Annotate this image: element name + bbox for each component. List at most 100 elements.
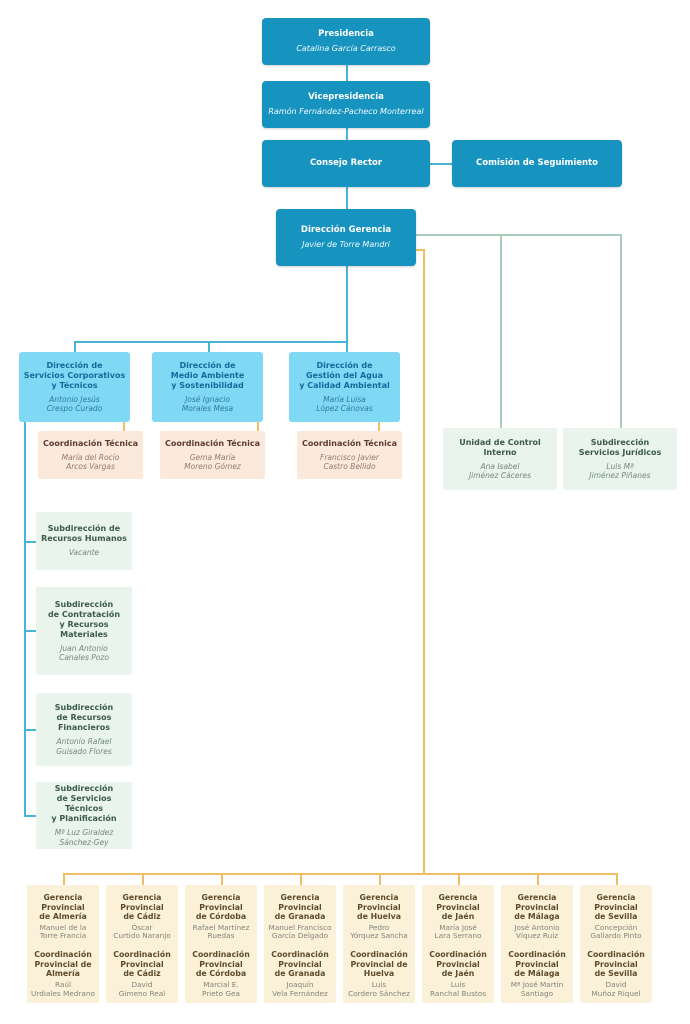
node-subdireccion-servicios-tecnicos: Subdirección de Servicios Técnicos y Pla…: [36, 782, 132, 849]
connector-drop-provincia-3: [221, 873, 223, 885]
connector-drop-provincia-4: [300, 873, 302, 885]
node-consejo-rector: Consejo Rector: [262, 140, 430, 187]
node-title: Subdirección de Contratación y Recursos …: [47, 599, 121, 639]
node-title: Gerencia Provincial de Jaén: [436, 893, 480, 921]
node-provincia-almeria: Gerencia Provincial de Almería Manuel de…: [27, 885, 99, 1003]
node-person: José Ignacio Morales Mesa: [181, 394, 234, 413]
node-person: Antonio Rafael Guisado Flores: [56, 737, 112, 756]
node-person: Pedro Yórquez Sancha: [350, 922, 408, 941]
connector-gerencia-provincias-stub: [416, 249, 424, 251]
node-person: Óscar Curtido Naranjo: [113, 922, 171, 941]
node-person: José Antonio Víquez Ruiz: [514, 922, 560, 941]
node-person: Javier de Torre Mandri: [302, 239, 390, 249]
connector-drop-provincia-8: [616, 873, 618, 885]
node-person: Manuel de la Torre Francia: [39, 922, 87, 941]
gerencia-provincial: Gerencia Provincial de Cádiz Óscar Curti…: [113, 893, 171, 941]
connector-staff-bus: [416, 234, 621, 236]
coordinacion-provincial: Coordinación Provincial de Sevilla David…: [587, 950, 645, 998]
node-direccion-servicios-corporativos: Dirección de Servicios Corporativos y Té…: [19, 352, 130, 422]
node-title: Unidad de Control Interno: [459, 437, 541, 457]
node-person: Luis Cordero Sánchez: [348, 979, 410, 998]
node-title: Vicepresidencia: [308, 92, 384, 103]
node-person: Antonio Jesús Crespo Curado: [46, 394, 103, 413]
node-title: Dirección Gerencia: [300, 225, 392, 236]
node-title: Gerencia Provincial de Córdoba: [195, 893, 247, 921]
node-title: Subdirección de Recursos Humanos: [41, 524, 127, 544]
node-person: Raúl Urdiales Medrano: [31, 979, 95, 998]
connector-consejo-gerencia: [346, 187, 348, 209]
node-person: David Muñoz Riquel: [591, 979, 641, 998]
node-direccion-medio-ambiente: Dirección de Medio Ambiente y Sostenibil…: [152, 352, 263, 422]
connector-drop-provincia-7: [537, 873, 539, 885]
node-title: Coordinación Provincial de Jaén: [429, 950, 487, 979]
node-title: Consejo Rector: [309, 158, 383, 169]
node-provincia-malaga: Gerencia Provincial de Málaga José Anton…: [501, 885, 573, 1003]
connector-stub-coordinacion-2: [257, 422, 259, 431]
connector-drop-provincia-2: [142, 873, 144, 885]
node-person: Gema María Moreno Gómez: [184, 452, 241, 471]
node-title: Comisión de Seguimiento: [476, 158, 598, 169]
node-title: Coordinación Provincial de Huelva: [350, 950, 408, 979]
node-direccion-gestion-agua: Dirección de Gestión del Agua y Calidad …: [289, 352, 400, 422]
node-provincia-huelva: Gerencia Provincial de Huelva Pedro Yórq…: [343, 885, 415, 1003]
node-title: Subdirección de Servicios Técnicos y Pla…: [51, 784, 117, 824]
node-title: Coordinación Técnica: [165, 438, 260, 448]
connector-drop-direccion-2: [208, 341, 210, 352]
node-title: Dirección de Medio Ambiente y Sostenibil…: [170, 360, 245, 390]
gerencia-provincial: Gerencia Provincial de Almería Manuel de…: [39, 893, 86, 941]
node-comision-seguimiento: Comisión de Seguimiento: [452, 140, 622, 187]
node-person: María José Lara Serrano: [434, 922, 482, 941]
node-direccion-gerencia: Dirección Gerencia Javier de Torre Mandr…: [276, 209, 416, 266]
node-unidad-control-interno: Unidad de Control Interno Ana Isabel Jim…: [443, 428, 557, 490]
connector-gerencia-down: [346, 266, 348, 342]
node-title: Gerencia Provincial de Cádiz: [120, 893, 164, 921]
node-presidencia: Presidencia Catalina García Carrasco: [262, 18, 430, 65]
coordinacion-provincial: Coordinación Provincial de Málaga Mª Jos…: [508, 950, 566, 998]
node-title: Gerencia Provincial de Sevilla: [594, 893, 638, 921]
gerencia-provincial: Gerencia Provincial de Córdoba Rafael Ma…: [193, 893, 250, 941]
coordinacion-provincial: Coordinación Provincial de Córdoba Marci…: [192, 950, 250, 998]
node-vicepresidencia: Vicepresidencia Ramón Fernández-Pacheco …: [262, 81, 430, 128]
node-person: Joaquín Vela Fernández: [272, 979, 328, 998]
node-title: Gerencia Provincial de Málaga: [514, 893, 560, 921]
connector-stub-subdireccion-2: [24, 630, 36, 632]
gerencia-provincial: Gerencia Provincial de Jaén María José L…: [435, 893, 482, 941]
coordinacion-provincial: Coordinación Provincial de Almería Raúl …: [31, 950, 95, 998]
node-person: Luis Mª Jiménez Piñanes: [589, 461, 651, 480]
connector-stub-subdireccion-1: [24, 541, 36, 543]
node-title: Gerencia Provincial de Granada: [274, 893, 326, 921]
node-person: Ramón Fernández-Pacheco Monterreal: [268, 106, 424, 116]
node-provincia-cadiz: Gerencia Provincial de Cádiz Óscar Curti…: [106, 885, 178, 1003]
node-provincia-granada: Gerencia Provincial de Granada Manuel Fr…: [264, 885, 336, 1003]
node-title: Coordinación Provincial de Córdoba: [192, 950, 250, 979]
node-subdireccion-servicios-juridicos: Subdirección Servicios Jurídicos Luis Mª…: [563, 428, 677, 490]
node-person: Mª Luz Giraldez Sánchez-Gey: [54, 828, 114, 847]
connector-stub-subdireccion-3: [24, 729, 36, 731]
node-title: Subdirección de Recursos Financieros: [54, 703, 114, 733]
connector-provincias-spine: [423, 249, 425, 874]
gerencia-provincial: Gerencia Provincial de Málaga José Anton…: [514, 893, 559, 941]
node-subdireccion-recursos-humanos: Subdirección de Recursos Humanos Vacante: [36, 512, 132, 570]
node-person: Luis Ranchal Bustos: [429, 979, 487, 998]
node-title: Dirección de Servicios Corporativos y Té…: [23, 360, 126, 390]
node-title: Coordinación Provincial de Málaga: [508, 950, 566, 979]
node-person: Marcial E. Prieto Gea: [201, 979, 241, 998]
node-person: Mª José Martín Santiago: [510, 979, 564, 998]
node-person: Catalina García Carrasco: [296, 43, 396, 53]
connector-drop-provincia-1: [63, 873, 65, 885]
node-title: Coordinación Provincial de Granada: [271, 950, 329, 979]
connector-consejo-comision: [430, 163, 452, 165]
gerencia-provincial: Gerencia Provincial de Sevilla Concepció…: [590, 893, 641, 941]
node-title: Dirección de Gestión del Agua y Calidad …: [299, 360, 390, 390]
node-person: Juan Antonio Canales Pozo: [59, 643, 109, 662]
connector-drop-control-interno: [500, 234, 502, 428]
connector-stub-subdireccion-4: [24, 815, 36, 817]
node-person: Rafael Martínez Ruedas: [192, 922, 250, 941]
node-title: Gerencia Provincial de Almería: [39, 893, 87, 921]
node-person: Ana Isabel Jiménez Cáceres: [468, 461, 532, 480]
node-title: Coordinación Técnica: [302, 438, 397, 448]
node-title: Presidencia: [318, 29, 374, 40]
node-person: David Gimeno Real: [118, 979, 166, 998]
gerencia-provincial: Gerencia Provincial de Granada Manuel Fr…: [269, 893, 332, 941]
